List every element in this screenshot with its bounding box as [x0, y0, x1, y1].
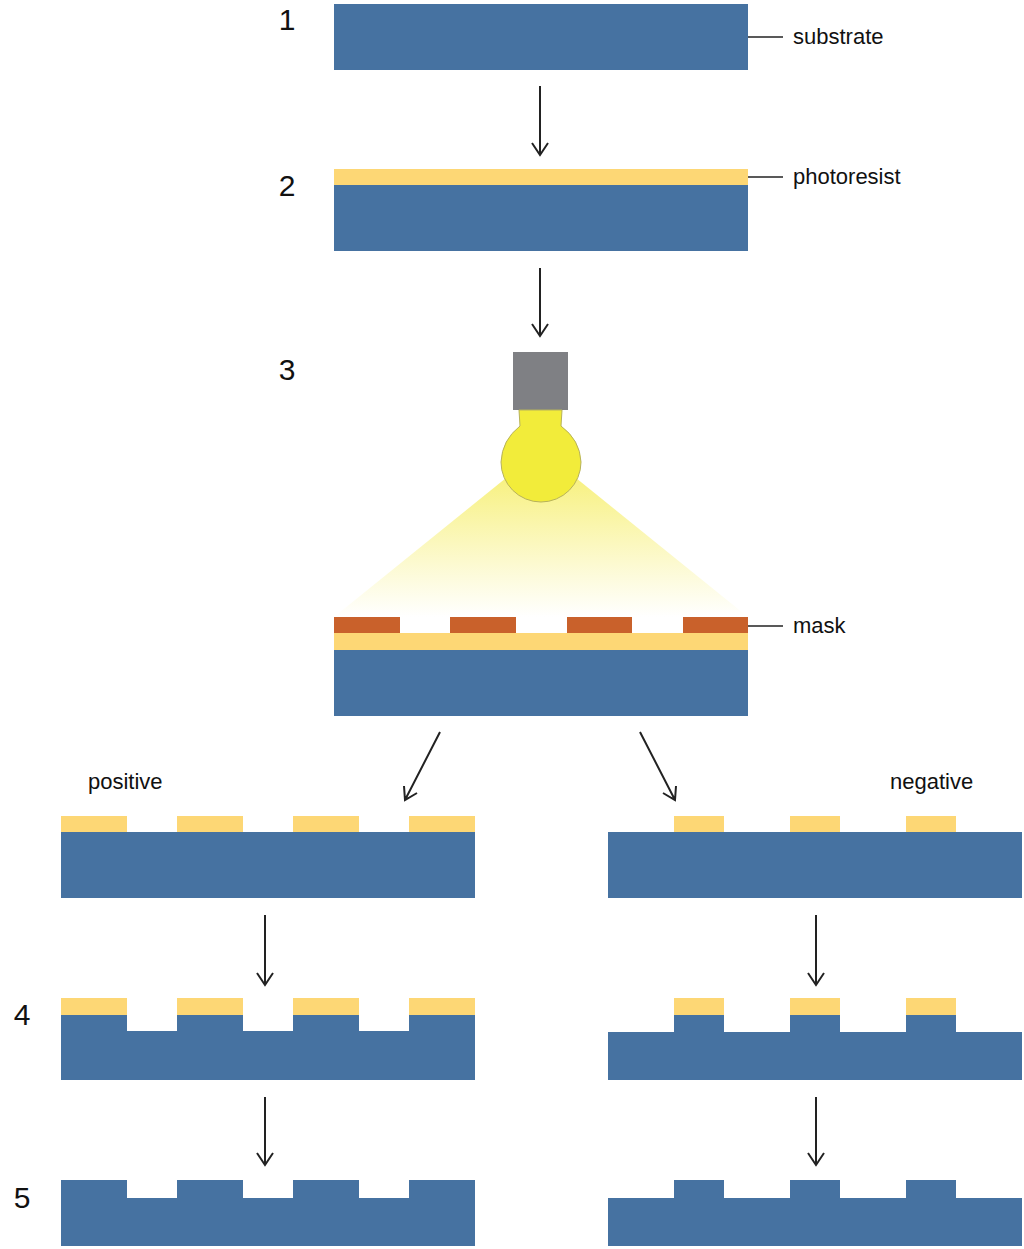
- etched-substrate: [608, 1015, 1022, 1080]
- mask: [334, 617, 748, 633]
- substrate-layer: [608, 832, 1022, 898]
- substrate-layer: [334, 185, 748, 251]
- photoresist-layer: [334, 169, 748, 185]
- resist-pad: [61, 998, 127, 1015]
- part-label: substrate: [793, 26, 884, 48]
- resist-pad: [177, 998, 243, 1015]
- leader-line: [748, 625, 783, 627]
- resist-pad: [674, 998, 724, 1015]
- step-number: 2: [279, 171, 296, 201]
- resist-pattern: [61, 816, 475, 832]
- resist-pad: [790, 998, 840, 1015]
- flow-arrow: [640, 732, 676, 800]
- part-label: photoresist: [793, 166, 901, 188]
- flow-arrow: [532, 268, 548, 336]
- photoresist-layer: [334, 633, 748, 650]
- substrate-layer: [334, 650, 748, 716]
- branch-label: negative: [890, 771, 973, 793]
- flow-arrow: [808, 915, 824, 985]
- step-number: 3: [279, 355, 296, 385]
- lamp-housing: [513, 352, 568, 410]
- leader-line: [748, 36, 783, 38]
- mask-segment: [334, 617, 400, 633]
- mask-segment: [450, 617, 516, 633]
- step-number: 1: [279, 5, 296, 35]
- branch-label: positive: [88, 771, 163, 793]
- substrate-layer: [61, 832, 475, 898]
- patterned-substrate: [61, 1180, 475, 1246]
- resist-pad: [293, 998, 359, 1015]
- etched-substrate: [61, 1015, 475, 1080]
- step-number: 5: [14, 1183, 31, 1213]
- flow-arrow: [257, 1097, 273, 1165]
- resist-pattern: [674, 816, 956, 832]
- flow-arrows: [257, 86, 824, 1165]
- resist-pattern: [674, 998, 956, 1015]
- leader-line: [748, 176, 783, 178]
- resist-pad: [409, 816, 475, 832]
- resist-pad: [409, 998, 475, 1015]
- flow-arrow: [257, 915, 273, 985]
- resist-pattern: [61, 998, 475, 1015]
- resist-pad: [906, 816, 956, 832]
- resist-pad: [906, 998, 956, 1015]
- step-number: 4: [14, 1000, 31, 1030]
- light-bulb: [501, 410, 581, 502]
- resist-pad: [293, 816, 359, 832]
- resist-pad: [177, 816, 243, 832]
- resist-pad: [61, 816, 127, 832]
- resist-pad: [790, 816, 840, 832]
- flow-arrow: [532, 86, 548, 155]
- flow-arrow: [808, 1097, 824, 1165]
- mask-segment: [683, 617, 748, 633]
- part-label: mask: [793, 615, 846, 637]
- flow-arrow: [404, 732, 440, 800]
- mask-segment: [567, 617, 632, 633]
- resist-pad: [674, 816, 724, 832]
- substrate-layer: [334, 4, 748, 70]
- patterned-substrate: [608, 1180, 1022, 1246]
